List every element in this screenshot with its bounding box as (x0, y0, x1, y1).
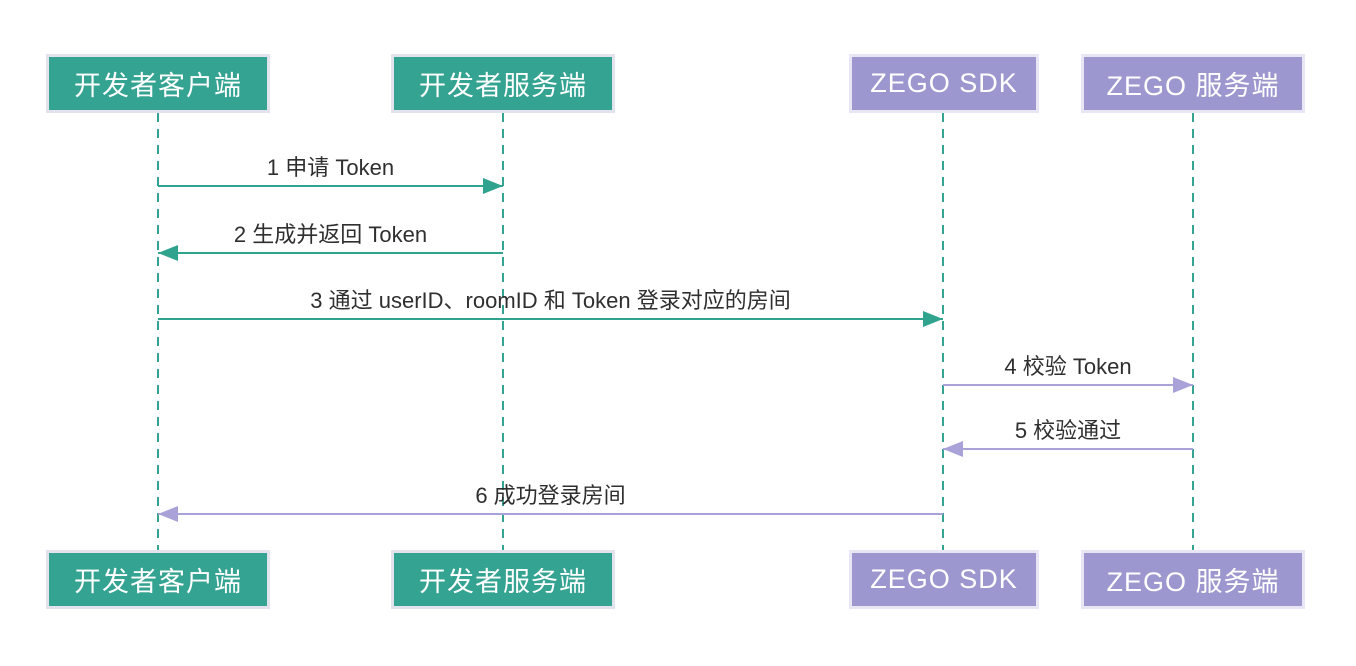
message-6-line (158, 506, 943, 522)
actor-box-dev-server-top: 开发者服务端 (391, 54, 615, 113)
actor-label: 开发者客户端 (74, 567, 242, 597)
actor-box-dev-server-bottom: 开发者服务端 (391, 550, 615, 609)
actor-box-zego-server-bottom: ZEGO 服务端 (1081, 550, 1305, 609)
message-5-label: 5 校验通过 (1014, 418, 1122, 443)
message-1-label: 1 申请 Token (266, 155, 395, 180)
arrowhead-right-icon (1173, 377, 1193, 393)
arrowhead-left-icon (158, 506, 178, 522)
actor-box-dev-client-top: 开发者客户端 (46, 54, 270, 113)
lifeline-dev-client (157, 113, 159, 550)
message-2-label: 2 生成并返回 Token (233, 222, 428, 247)
message-3-label: 3 通过 userID、roomID 和 Token 登录对应的房间 (310, 288, 791, 313)
actor-label: ZEGO 服务端 (1106, 71, 1280, 101)
actor-box-dev-client-bottom: 开发者客户端 (46, 550, 270, 609)
message-2-line (158, 245, 503, 261)
actor-label: ZEGO SDK (870, 68, 1018, 98)
actor-label: 开发者服务端 (419, 567, 587, 597)
actor-label: ZEGO SDK (870, 564, 1018, 594)
lifeline-zego-sdk (942, 113, 944, 550)
actor-box-zego-server-top: ZEGO 服务端 (1081, 54, 1305, 113)
message-4-line (943, 377, 1193, 393)
actor-label: ZEGO 服务端 (1106, 567, 1280, 597)
arrowhead-right-icon (923, 311, 943, 327)
arrowhead-left-icon (158, 245, 178, 261)
message-5-line (943, 441, 1193, 457)
message-6-label: 6 成功登录房间 (475, 483, 626, 508)
message-3-line (158, 311, 943, 327)
message-4-label: 4 校验 Token (1004, 354, 1132, 379)
message-1-line (158, 178, 503, 194)
actor-box-zego-sdk-bottom: ZEGO SDK (849, 550, 1039, 609)
actor-label: 开发者服务端 (419, 71, 587, 101)
lifeline-dev-server (502, 113, 504, 550)
actor-box-zego-sdk-top: ZEGO SDK (849, 54, 1039, 113)
arrowhead-right-icon (483, 178, 503, 194)
lifeline-zego-server (1192, 113, 1194, 550)
actor-label: 开发者客户端 (74, 71, 242, 101)
arrowhead-left-icon (943, 441, 963, 457)
